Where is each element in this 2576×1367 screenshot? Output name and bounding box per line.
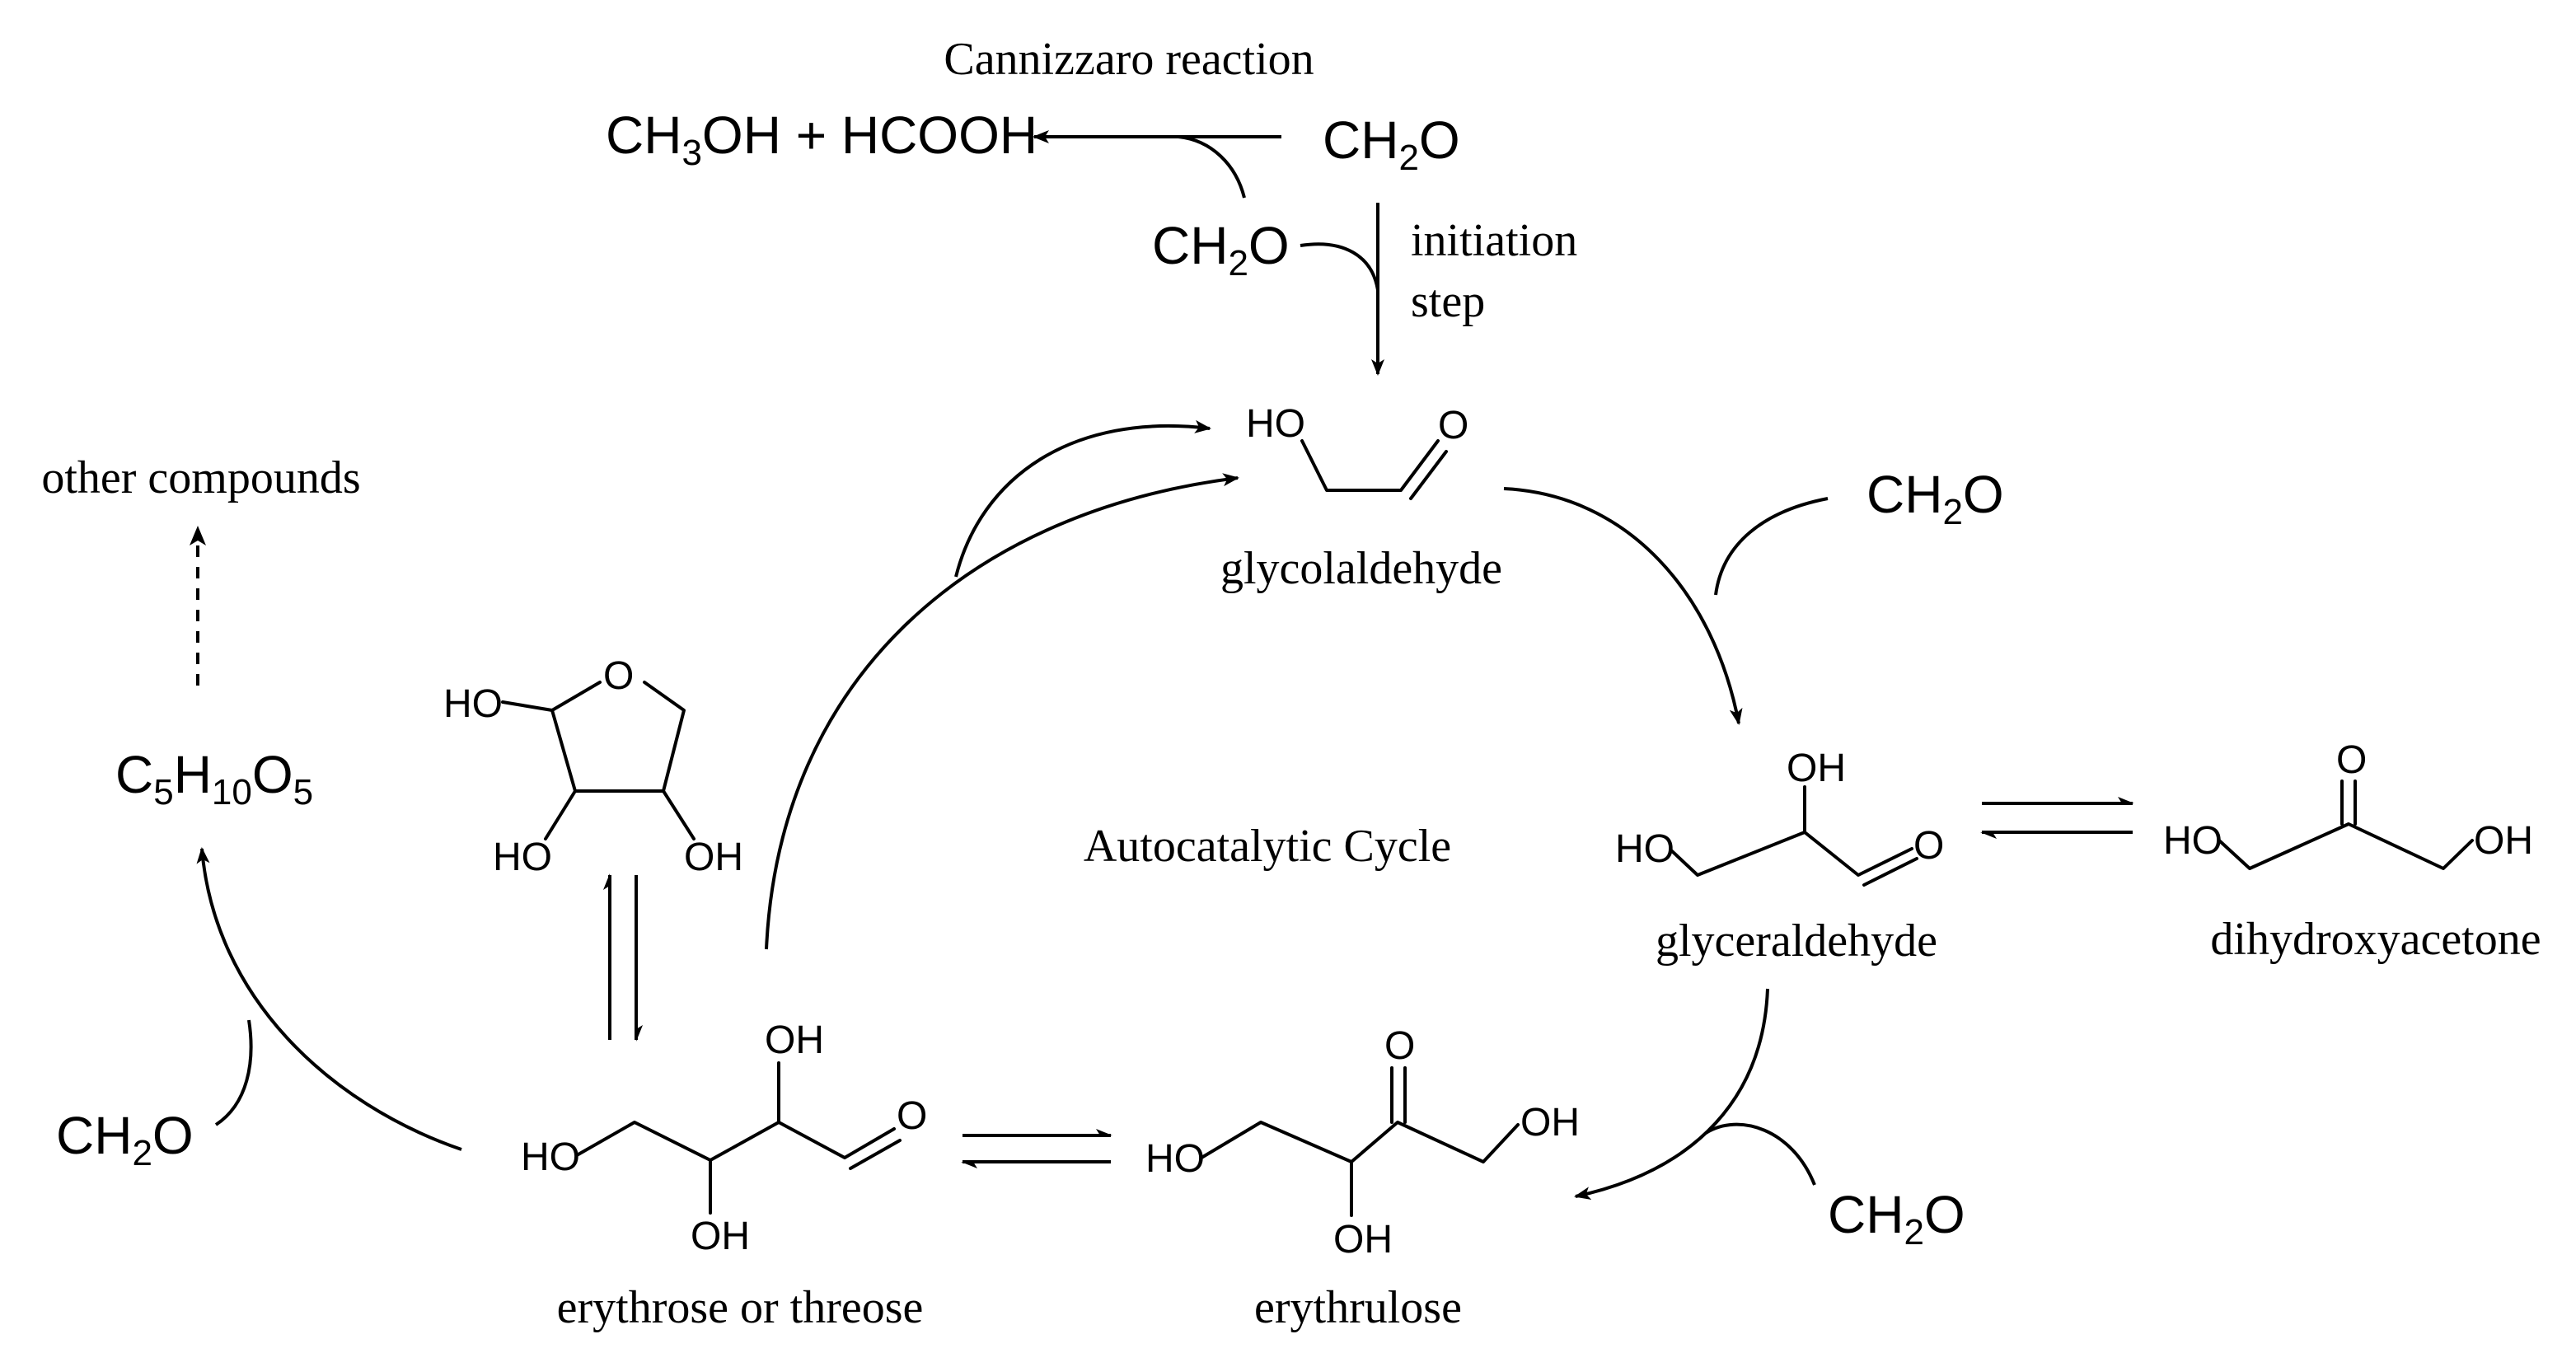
furanose-oh-bond-bottom: [662, 789, 696, 840]
erythrose-double-bond: [849, 1139, 902, 1170]
ch2o-curved-arrow-right-bottom: [1704, 1122, 1816, 1186]
ch2o-curved-arrow-right-top: [1714, 497, 1829, 596]
furanose-oh-atom-bottom: OH: [684, 836, 743, 879]
dihydroxyacetone-o-atom: O: [2336, 738, 2367, 782]
erythrose-bonds: [575, 1121, 896, 1162]
erythrulose-label: erythrulose: [1254, 1282, 1462, 1333]
ch2o-curved-arrow-left: [214, 1019, 253, 1126]
retro-aldol-arrow-outer: [954, 419, 1211, 578]
glycolaldehyde-double-bond: [1409, 450, 1448, 500]
cannizzaro-curved-arrow: [1178, 135, 1246, 199]
aldol-arrow-to-pentose: [196, 847, 462, 1151]
furanose-ho-atom-bottom: HO: [493, 836, 552, 879]
retro-aldol-arrow-inner: [765, 473, 1239, 950]
cannizzaro-label: Cannizzaro reaction: [944, 34, 1314, 85]
glyceraldehyde-bonds: [1670, 831, 1913, 877]
ch2o-formula-right-bottom: CH2O: [1828, 1185, 1965, 1252]
erythrose-oh-atom-top: OH: [765, 1018, 824, 1062]
furanose-ring-bonds: [550, 681, 686, 793]
autocatalytic-cycle-label: Autocatalytic Cycle: [1084, 821, 1451, 872]
glycolaldehyde-ho-atom: HO: [1246, 402, 1305, 446]
glycolaldehyde-structure: HO O: [1246, 402, 1468, 500]
glycolaldehyde-o-atom: O: [1438, 404, 1468, 447]
ch2o-formula-right-top: CH2O: [1866, 465, 2004, 532]
furanose-structure: O HO HO OH: [443, 654, 743, 879]
glycolaldehyde-label: glycolaldehyde: [1220, 543, 1502, 594]
dihydroxyacetone-bonds: [2218, 822, 2474, 870]
glyceraldehyde-o-atom: O: [1913, 824, 1944, 868]
aldol-arrow-to-glyceraldehyde: [1503, 487, 1743, 725]
glyceraldehyde-ho-atom: HO: [1615, 827, 1674, 871]
dihydroxyacetone-label: dihydroxyacetone: [2210, 914, 2541, 965]
other-compounds-label: other compounds: [41, 452, 360, 503]
erythrose-threose-label: erythrose or threose: [557, 1282, 924, 1333]
ch2o-formula-initiation: CH2O: [1152, 216, 1290, 283]
erythrose-o-atom: O: [897, 1094, 927, 1138]
initiation-curved-arrow: [1300, 242, 1379, 291]
aldol-arrow-to-erythrulose: [1574, 988, 1769, 1201]
initiation-label: initiation: [1411, 215, 1577, 266]
erythrulose-structure: O OH HO OH: [1145, 1024, 1580, 1262]
furanose-ho-bond-top: [501, 700, 554, 712]
step-label: step: [1411, 276, 1485, 327]
furanose-ho-atom-top: HO: [443, 682, 503, 726]
furanose-ho-bond-bottom: [544, 789, 577, 840]
erythrose-threose-structure: OH HO O OH: [521, 1018, 927, 1258]
cannizzaro-products-formula: CH3OH + HCOOH: [606, 105, 1037, 173]
erythrulose-bonds: [1200, 1121, 1520, 1163]
glyceraldehyde-label: glyceraldehyde: [1656, 915, 1937, 967]
dashed-arrow-head: [190, 526, 206, 545]
erythrulose-ho-atom: HO: [1145, 1137, 1205, 1181]
glyceraldehyde-double-bond: [1862, 857, 1918, 887]
erythrulose-oh-atom-bottom: OH: [1333, 1218, 1393, 1262]
erythrulose-oh-atom-right: OH: [1520, 1101, 1580, 1145]
glyceraldehyde-oh-atom-top: OH: [1787, 747, 1846, 790]
pentose-formula: C5H10O5: [115, 745, 313, 812]
dihydroxyacetone-ho-atom: HO: [2163, 819, 2222, 863]
furanose-o-atom: O: [603, 654, 634, 698]
ch2o-formula-top: CH2O: [1323, 110, 1460, 178]
dihydroxyacetone-structure: O HO OH: [2163, 738, 2533, 870]
glyceraldehyde-structure: OH HO O: [1615, 747, 1944, 887]
glycolaldehyde-bonds: [1300, 439, 1440, 492]
ch2o-formula-left: CH2O: [56, 1106, 194, 1173]
dihydroxyacetone-oh-atom: OH: [2474, 819, 2533, 863]
erythrulose-o-atom: O: [1384, 1024, 1415, 1068]
erythrose-oh-atom-bottom: OH: [691, 1215, 750, 1258]
erythrose-ho-atom: HO: [521, 1135, 580, 1179]
